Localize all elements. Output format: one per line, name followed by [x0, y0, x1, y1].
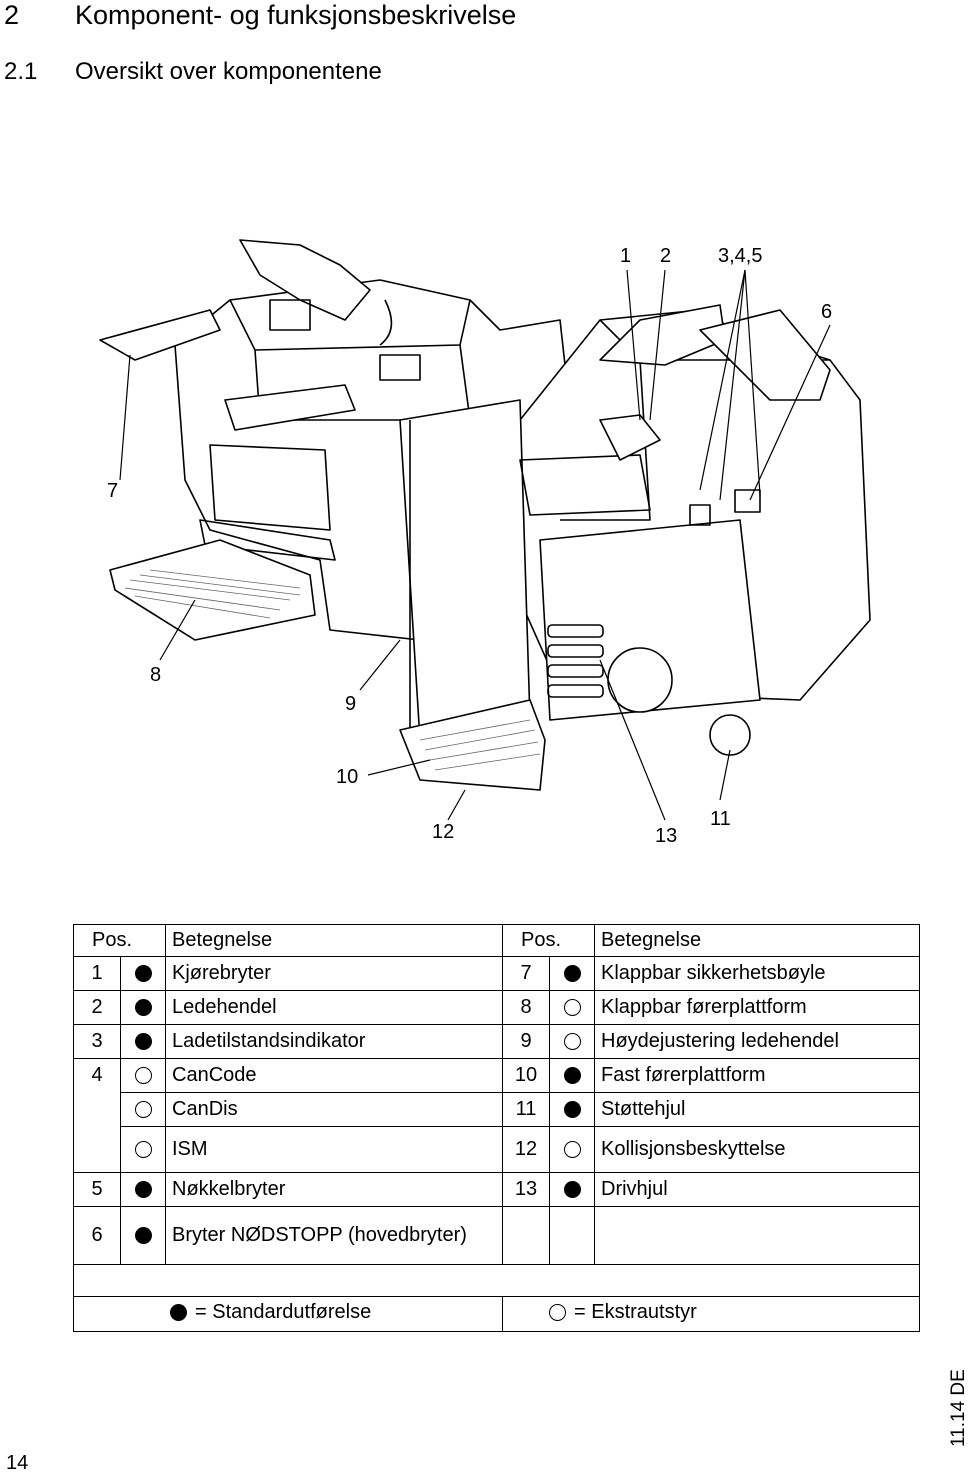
optional-bullet-icon	[563, 999, 581, 1017]
component-table: Pos. Betegnelse Pos. Betegnelse 1 Kjøreb…	[73, 924, 920, 1332]
optional-bullet-icon	[134, 1101, 152, 1119]
callout-11: 11	[710, 808, 731, 830]
row-name: Kjørebryter	[165, 956, 503, 991]
standard-bullet-icon	[134, 1227, 152, 1245]
key-standard: = Standardutførelse	[170, 1301, 371, 1324]
page-number: 14	[6, 1452, 29, 1474]
callout-labels: 1 2 3,4,5 6 7 8 9 10 12 13 11	[107, 245, 832, 847]
standard-bullet-icon	[563, 1101, 581, 1119]
row-pos-2: 11	[502, 1092, 550, 1127]
callout-13: 13	[655, 825, 677, 847]
optional-bullet-icon	[549, 1304, 566, 1321]
row-pos: 5	[73, 1172, 121, 1207]
row-pos-2: 8	[502, 990, 550, 1025]
table-row: 6 Bryter NØDSTOPP (hovedbryter)	[73, 1206, 920, 1265]
optional-bullet-icon	[563, 1033, 581, 1051]
row-pos: 6	[73, 1206, 121, 1265]
row-name-2: Drivhjul	[594, 1172, 920, 1207]
table-row: CanDis 11 Støttehjul	[73, 1092, 920, 1127]
row-name-2: Høydejustering ledehendel	[594, 1024, 920, 1059]
callout-10: 10	[336, 766, 358, 788]
standard-bullet-icon	[134, 1181, 152, 1199]
callout-leaders	[119, 269, 831, 821]
table-row: ISM 12 Kollisjonsbeskyttelse	[73, 1126, 920, 1173]
row-name-2: Klappbar sikkerhetsbøyle	[594, 956, 920, 991]
key-optional-label: = Ekstrautstyr	[574, 1301, 697, 1323]
standard-bullet-icon	[563, 965, 581, 983]
header-name-2: Betegnelse	[594, 924, 920, 957]
edition-label: 11.14 DE	[948, 1369, 969, 1447]
table-spacer-row	[73, 1264, 920, 1297]
row-pos	[73, 1126, 121, 1173]
row-name: Nøkkelbryter	[165, 1172, 503, 1207]
table-key-row: = Standardutførelse = Ekstrautstyr	[73, 1296, 920, 1332]
callout-7: 7	[107, 480, 118, 502]
row-name-2: Kollisjonsbeskyttelse	[594, 1126, 920, 1173]
callout-3-4-5: 3,4,5	[718, 245, 762, 267]
standard-bullet-icon	[134, 965, 152, 983]
chapter-number: 2	[4, 0, 20, 30]
table-header-row: Pos. Betegnelse Pos. Betegnelse	[73, 924, 920, 957]
row-pos-2: 7	[502, 956, 550, 991]
row-name-2: Støttehjul	[594, 1092, 920, 1127]
row-name-2: Klappbar førerplattform	[594, 990, 920, 1025]
row-pos-2: 9	[502, 1024, 550, 1059]
table-row: 5 Nøkkelbryter 13 Drivhjul	[73, 1172, 920, 1207]
standard-bullet-icon	[170, 1304, 187, 1321]
truck-illustration: 1 2 3,4,5 6 7 8 9 10 12 13 11	[99, 239, 871, 847]
row-pos: 2	[73, 990, 121, 1025]
callout-1: 1	[620, 245, 631, 267]
section-number: 2.1	[4, 58, 38, 85]
callout-12: 12	[432, 821, 454, 843]
section-title: Oversikt over komponentene	[75, 58, 382, 85]
optional-bullet-icon	[134, 1067, 152, 1085]
row-name: Ladetilstandsindikator	[165, 1024, 503, 1059]
row-name-2	[594, 1206, 920, 1265]
standard-bullet-icon	[134, 1033, 152, 1051]
callout-8: 8	[150, 664, 161, 686]
header-name: Betegnelse	[165, 924, 503, 957]
row-pos: 4	[73, 1058, 121, 1093]
row-name: Bryter NØDSTOPP (hovedbryter)	[165, 1206, 503, 1265]
callout-2: 2	[660, 245, 671, 267]
standard-bullet-icon	[563, 1067, 581, 1085]
header-pos: Pos.	[73, 924, 166, 957]
callout-6: 6	[821, 301, 832, 323]
key-standard-label: = Standardutførelse	[195, 1301, 372, 1323]
row-pos-2	[502, 1206, 550, 1265]
table-row: 4 CanCode 10 Fast førerplattform	[73, 1058, 920, 1093]
table-row: 1 Kjørebryter 7 Klappbar sikkerhetsbøyle	[73, 956, 920, 991]
row-name: CanCode	[165, 1058, 503, 1093]
row-pos-2: 13	[502, 1172, 550, 1207]
row-name-2: Fast førerplattform	[594, 1058, 920, 1093]
key-optional: = Ekstrautstyr	[549, 1301, 697, 1324]
row-pos	[73, 1092, 121, 1127]
row-name: ISM	[165, 1126, 503, 1173]
row-name: CanDis	[165, 1092, 503, 1127]
row-name: Ledehendel	[165, 990, 503, 1025]
optional-bullet-icon	[563, 1141, 581, 1159]
header-pos-2: Pos.	[502, 924, 595, 957]
chapter-title: Komponent- og funksjonsbeskrivelse	[75, 0, 517, 30]
row-pos: 3	[73, 1024, 121, 1059]
table-row: 3 Ladetilstandsindikator 9 Høydejusterin…	[73, 1024, 920, 1059]
right-truck-drawing	[399, 304, 871, 791]
standard-bullet-icon	[563, 1181, 581, 1199]
row-pos-2: 10	[502, 1058, 550, 1093]
optional-bullet-icon	[134, 1141, 152, 1159]
table-row: 2 Ledehendel 8 Klappbar førerplattform	[73, 990, 920, 1025]
callout-9: 9	[345, 693, 356, 715]
row-pos-2: 12	[502, 1126, 550, 1173]
standard-bullet-icon	[134, 999, 152, 1017]
row-pos: 1	[73, 956, 121, 991]
